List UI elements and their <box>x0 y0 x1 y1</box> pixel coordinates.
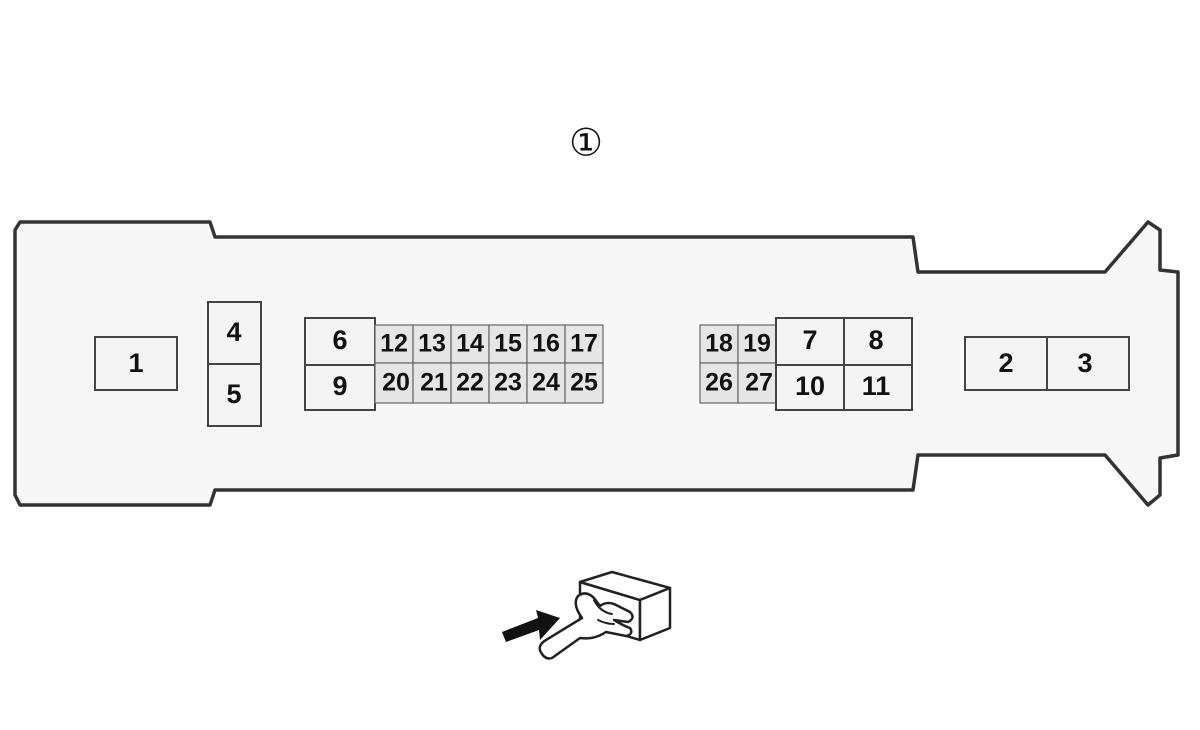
fuse-label-17: 17 <box>570 330 598 358</box>
fuse-label-10: 10 <box>795 371 825 401</box>
fuse-label-13: 13 <box>418 330 446 358</box>
mini-fuse-block-left: 12 13 14 15 16 17 20 21 22 23 24 25 <box>374 324 604 404</box>
fuse-slot-5: 5 <box>207 363 262 427</box>
fuse-label-8: 8 <box>868 325 883 355</box>
fuse-slot-8: 8 <box>843 317 913 366</box>
fuse-slot-9: 9 <box>304 364 376 411</box>
fuse-label-27: 27 <box>745 369 773 397</box>
fuse-label-5: 5 <box>226 379 241 409</box>
fuse-label-7: 7 <box>802 325 817 355</box>
fuse-label-1: 1 <box>128 348 143 378</box>
fuse-label-11: 11 <box>862 371 891 401</box>
fuse-label-3: 3 <box>1077 348 1092 378</box>
fuse-slot-11: 11 <box>843 364 913 411</box>
fuse-label-25: 25 <box>570 369 598 397</box>
fuse-slot-2: 2 <box>964 336 1048 391</box>
fuse-label-24: 24 <box>532 369 560 397</box>
fuse-label-21: 21 <box>420 369 448 397</box>
fuse-label-18: 18 <box>705 330 733 358</box>
fuse-slot-3: 3 <box>1046 336 1130 391</box>
fuse-label-22: 22 <box>456 369 484 397</box>
fuse-label-19: 19 <box>743 330 771 358</box>
fuse-label-12: 12 <box>380 330 408 358</box>
fuse-label-14: 14 <box>456 330 484 358</box>
fuse-slot-7: 7 <box>775 317 845 366</box>
fuse-label-16: 16 <box>532 330 560 358</box>
fuse-slot-10: 10 <box>775 364 845 411</box>
fuse-slot-1: 1 <box>94 336 178 391</box>
fuse-label-4: 4 <box>226 317 241 347</box>
diagram-marker: ① <box>569 121 603 165</box>
fuse-slot-6: 6 <box>304 317 376 366</box>
fuse-label-15: 15 <box>494 330 522 358</box>
hand-pushing-connector-icon <box>502 570 672 660</box>
fuse-label-20: 20 <box>382 369 410 397</box>
fuse-label-2: 2 <box>998 348 1013 378</box>
mini-fuse-block-right: 18 19 26 27 <box>699 324 777 404</box>
fuse-label-23: 23 <box>494 369 522 397</box>
fuse-label-26: 26 <box>705 369 733 397</box>
fuse-label-6: 6 <box>332 325 347 355</box>
fuse-label-9: 9 <box>332 371 347 401</box>
fuse-slot-4: 4 <box>207 301 262 365</box>
